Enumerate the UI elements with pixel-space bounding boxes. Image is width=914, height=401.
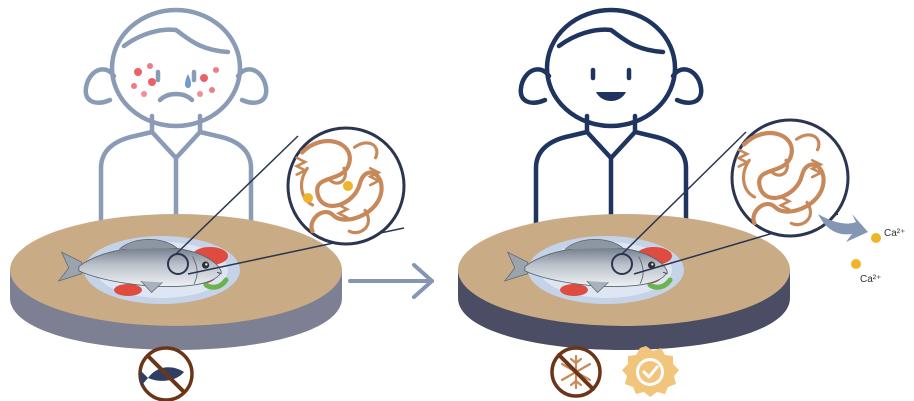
no-fish-icon [140, 348, 192, 400]
smile-icon [596, 92, 626, 101]
after-scene: Ca²⁺ Ca²⁺ [458, 10, 905, 397]
check-badge-icon [622, 346, 679, 397]
calcium-icon [871, 233, 881, 243]
arrow-right-icon [350, 265, 432, 297]
calcium-icon [303, 193, 313, 203]
happy-girl-icon [521, 10, 701, 228]
calcium-label: Ca²⁺ [884, 228, 905, 239]
tear-icon [185, 74, 191, 88]
no-snowflake-icon [552, 348, 600, 396]
release-arrow-icon [818, 214, 868, 242]
calcium-icon [851, 259, 861, 269]
before-scene [10, 10, 404, 400]
protein-zoom [732, 120, 848, 236]
sad-girl-icon [86, 10, 266, 228]
calcium-label: Ca²⁺ [860, 274, 881, 285]
calcium-icon [343, 181, 353, 191]
protein-zoom [288, 128, 404, 244]
